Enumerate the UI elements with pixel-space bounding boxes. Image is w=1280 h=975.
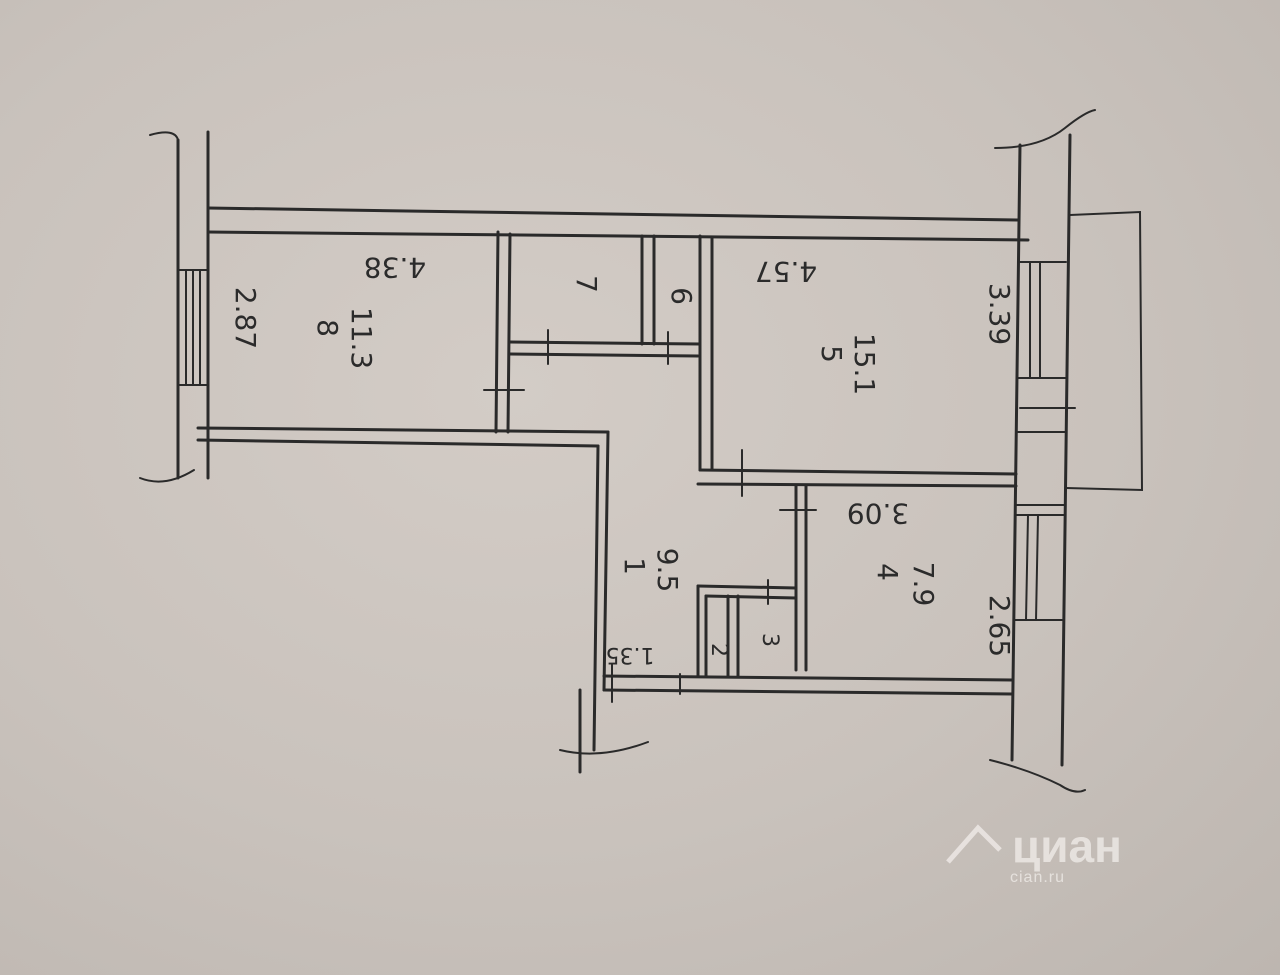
room-8-number: 8 — [311, 319, 344, 337]
watermark: циан cian.ru — [946, 820, 1122, 886]
dim-2-87: 2.87 — [229, 287, 262, 349]
left-wall — [139, 130, 210, 483]
dim-2-65: 2.65 — [983, 595, 1016, 657]
room-4-number: 4 — [871, 563, 904, 581]
dim-1-35: 1.35 — [606, 642, 655, 667]
room-3-number: 3 — [757, 633, 782, 647]
dim-3-09: 3.09 — [847, 497, 909, 530]
room-5-area: 15.1 — [848, 333, 881, 395]
dim-3-39: 3.39 — [983, 283, 1016, 345]
room-1-number: 1 — [618, 557, 651, 575]
cian-logo-icon — [946, 824, 1002, 864]
interior-walls — [196, 230, 1018, 774]
watermark-brand: циан — [1012, 820, 1122, 872]
room-7-number: 7 — [570, 275, 603, 293]
room-1-area: 9.5 — [651, 548, 684, 593]
room-4-area: 7.9 — [907, 562, 940, 607]
room-2-number: 2 — [706, 643, 731, 657]
right-wall — [989, 109, 1144, 793]
dim-4-38: 4.38 — [364, 251, 426, 284]
top-wall — [206, 206, 1030, 242]
room-6-number: 6 — [665, 287, 698, 305]
watermark-sub: cian.ru — [1010, 869, 1065, 886]
dim-4-57: 4.57 — [755, 255, 817, 288]
room-8-area: 11.3 — [345, 307, 378, 369]
room-5-number: 5 — [815, 345, 848, 363]
